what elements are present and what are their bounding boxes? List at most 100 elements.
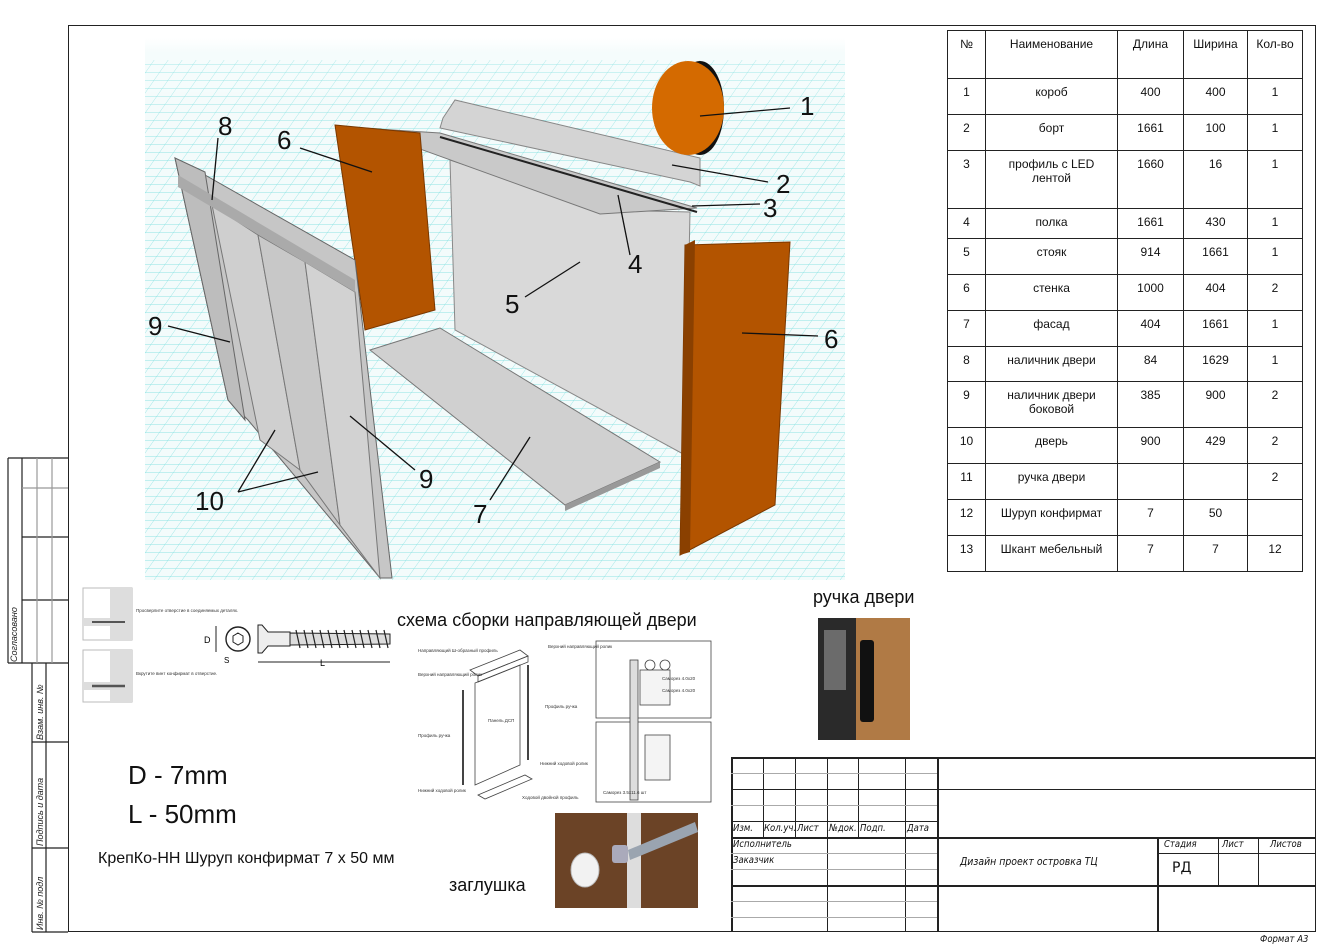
spec-cell: 1 <box>1247 78 1303 115</box>
screw-step-1: Просверлите отверстие в соединяемых дета… <box>136 608 238 613</box>
spec-cell: 5 <box>947 238 986 275</box>
spec-cell: полка <box>985 208 1118 239</box>
spec-cell: 1 <box>947 78 986 115</box>
spec-cell: 914 <box>1117 238 1184 275</box>
spec-cell <box>1183 463 1248 500</box>
project-title: Дизайн проект островка ТЦ <box>960 855 1098 868</box>
part-8-top-trim <box>178 175 355 292</box>
d-value: D - 7mm <box>128 760 228 790</box>
label-panel: Панель ДСП <box>488 718 514 723</box>
spec-cell: 1000 <box>1117 274 1184 311</box>
part-4-shelf <box>361 127 698 215</box>
callout-9: 9 <box>419 464 433 494</box>
spec-cell: 10 <box>947 427 986 464</box>
label-handle-profile: Профиль ручка <box>418 733 451 738</box>
col-sheet: Лист <box>797 823 819 834</box>
spec-cell: профиль с LED лентой <box>985 150 1118 209</box>
spec-cell: 1629 <box>1183 346 1248 382</box>
spec-cell: 400 <box>1183 78 1248 115</box>
spec-header-cell: Наименование <box>985 30 1118 79</box>
spec-cell: 2 <box>1247 381 1303 428</box>
sheet-label: Лист <box>1222 839 1244 850</box>
spec-cell: 7 <box>1183 535 1248 572</box>
spec-cell: 3 <box>947 150 986 209</box>
col-change: Изм. <box>733 823 754 834</box>
spec-cell: 1661 <box>1117 208 1184 239</box>
spec-cell: короб <box>985 78 1118 115</box>
stamp-inv-original: Инв. № подл <box>35 877 45 930</box>
col-doc: №док. <box>829 823 857 834</box>
callout-2: 2 <box>776 169 790 199</box>
part-3-led-profile <box>439 136 698 213</box>
spec-cell: 9 <box>947 381 986 428</box>
spec-cell: 404 <box>1117 310 1184 347</box>
spec-cell <box>1247 499 1303 536</box>
handle-icon <box>860 640 874 722</box>
spec-header-cell: Кол-во <box>1247 30 1303 79</box>
format-label: Формат А3 <box>1260 934 1309 945</box>
label-screw: Саморез 3.5х11.6 шт <box>603 790 646 795</box>
callout-5: 5 <box>505 289 519 319</box>
callout-10: 10 <box>195 486 224 516</box>
spec-cell: 900 <box>1117 427 1184 464</box>
spec-cell: 1661 <box>1117 114 1184 151</box>
spec-cell: наличник двери <box>985 346 1118 382</box>
spec-cell: 404 <box>1183 274 1248 311</box>
spec-cell: 1661 <box>1183 238 1248 275</box>
l-value: L - 50mm <box>128 799 237 829</box>
spec-cell: 11 <box>947 463 986 500</box>
spec-cell: 1 <box>1247 310 1303 347</box>
spec-cell: 385 <box>1117 381 1184 428</box>
part-2-bort <box>439 99 701 187</box>
plug-photo <box>555 813 698 908</box>
spec-cell: 16 <box>1183 150 1248 209</box>
handle-photo <box>818 618 910 740</box>
callout-9: 9 <box>148 311 162 341</box>
plug-title: заглушка <box>449 875 526 895</box>
spec-cell: наличник двери боковой <box>985 381 1118 428</box>
spec-cell: 1 <box>1247 114 1303 151</box>
spec-cell: стояк <box>985 238 1118 275</box>
screw-head-icon <box>225 626 251 652</box>
part-1-disc <box>652 61 724 155</box>
col-qty: Кол.уч. <box>764 823 797 834</box>
spec-cell: 100 <box>1183 114 1248 151</box>
spec-cell: борт <box>985 114 1118 151</box>
callout-1: 1 <box>800 91 814 121</box>
spec-cell <box>1117 463 1184 500</box>
dim-l: L <box>320 658 325 668</box>
col-sign: Подп. <box>860 823 886 834</box>
label-bottom-roller: Нижний ходовой ролик <box>418 787 466 793</box>
callout-6: 6 <box>824 324 838 354</box>
spec-cell: 429 <box>1183 427 1248 464</box>
executor-label: Исполнитель <box>733 839 792 850</box>
spec-cell: фасад <box>985 310 1118 347</box>
spec-cell: 7 <box>947 310 986 347</box>
spec-cell: стенка <box>985 274 1118 311</box>
dim-s: S <box>224 656 229 665</box>
callout-8: 8 <box>218 111 232 141</box>
handle-title: ручка двери <box>813 587 915 607</box>
spec-cell: 400 <box>1117 78 1184 115</box>
screw-icon <box>628 822 698 860</box>
label-handle-profile: Профиль ручка <box>545 704 578 709</box>
spec-cell: 2 <box>1247 427 1303 464</box>
callout-7: 7 <box>473 499 487 529</box>
label-bottom-roller: Нижний ходовой ролик <box>540 760 588 766</box>
spec-cell: 2 <box>947 114 986 151</box>
callout-6: 6 <box>277 125 291 155</box>
stamp-agreed: Согласовано <box>9 607 19 662</box>
callout-4: 4 <box>628 249 642 279</box>
left-stamp <box>7 457 68 933</box>
screw-caption: КрепКо-НН Шуруп конфирмат 7 х 50 мм <box>98 850 395 867</box>
screw-step-2: Вкрутите винт конфирмат в отверстие. <box>136 671 217 676</box>
spec-cell: 84 <box>1117 346 1184 382</box>
callout-3: 3 <box>763 193 777 223</box>
spec-cell: 6 <box>947 274 986 311</box>
